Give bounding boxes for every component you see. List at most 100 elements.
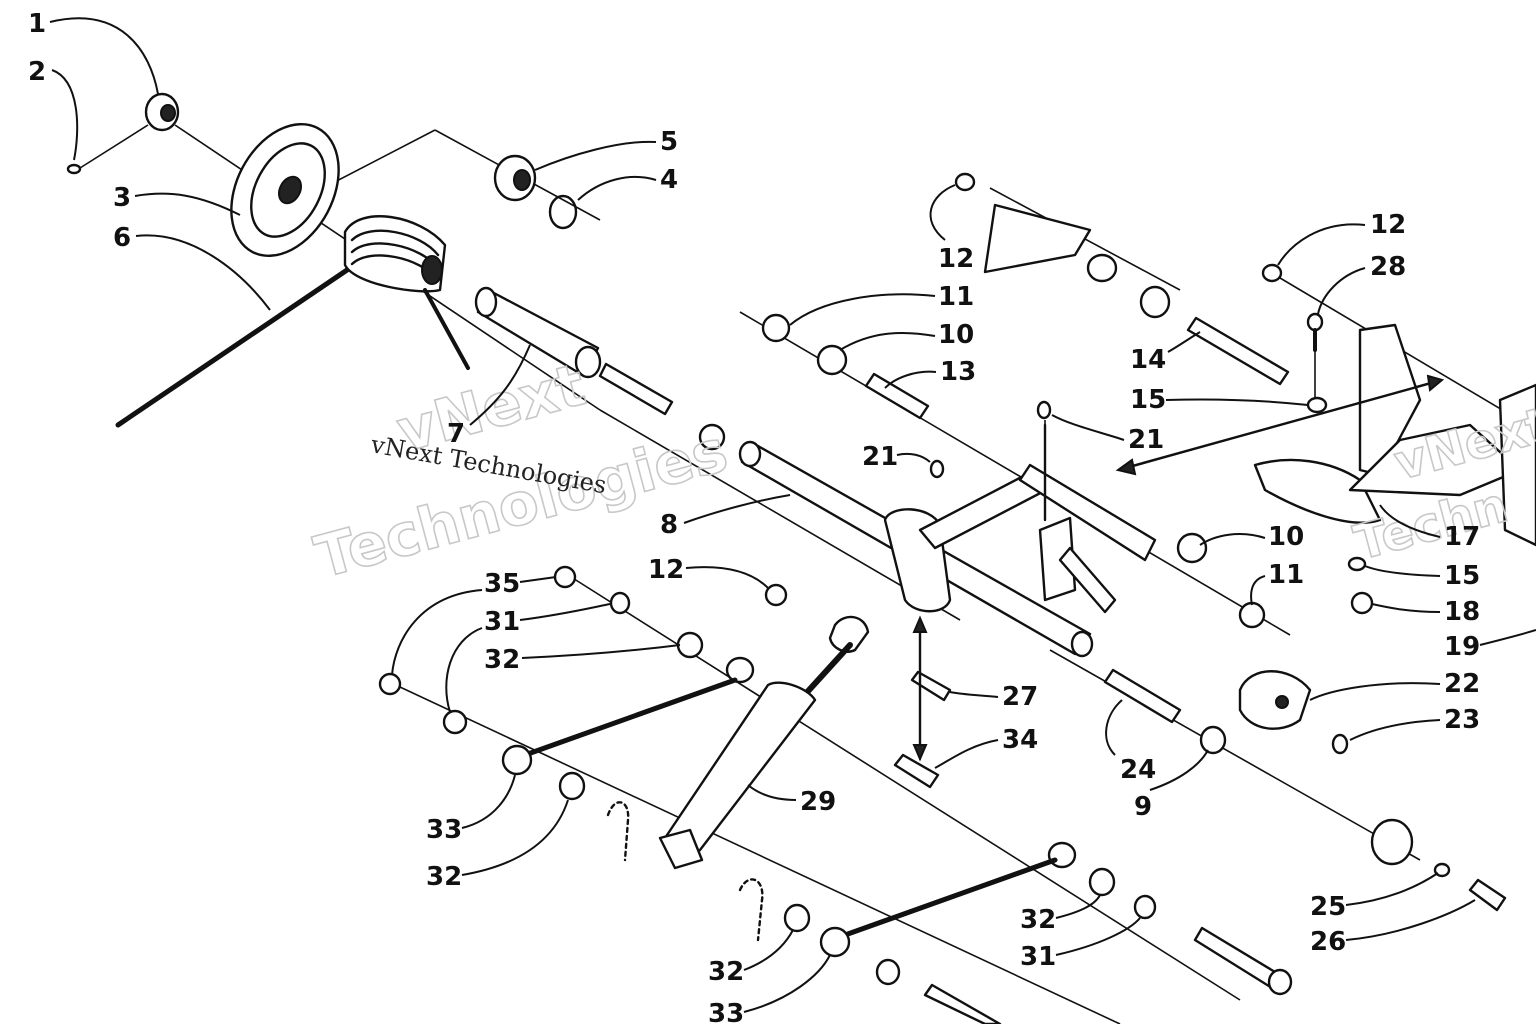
snap-ring-part (548, 194, 578, 230)
end-plate-part-22 (1238, 670, 1312, 730)
callout-4: 4 (577, 165, 678, 201)
direction-arrows (912, 374, 1445, 762)
callout-33-bottom: 33 (708, 954, 831, 1024)
callout-label: 29 (800, 787, 836, 817)
washer-part-31-right (1133, 894, 1157, 920)
collar-part (144, 92, 180, 132)
callout-label: 19 (1444, 632, 1480, 662)
callout-label: 12 (648, 555, 684, 585)
callout-label: 32 (708, 957, 744, 987)
callout-32-bottom: 32 (708, 929, 794, 987)
callout-label: 11 (938, 282, 974, 312)
callout-label: 32 (484, 645, 520, 675)
callout-label: 17 (1444, 522, 1480, 552)
callout-label: 32 (426, 862, 462, 892)
callout-23: 23 (1349, 705, 1480, 741)
nut-part-35-lower (378, 672, 402, 696)
pivot-bushing-part-d (1176, 532, 1208, 564)
nut-part-35-upper (553, 565, 577, 589)
callout-13: 13 (884, 357, 976, 389)
pivot-bushing-part-e (1238, 601, 1266, 629)
upper-link-part (501, 656, 755, 776)
callout-label: 4 (660, 165, 678, 195)
washer-part-23 (1331, 733, 1349, 755)
callout-label: 3 (113, 183, 131, 213)
spacer-part-34 (893, 753, 940, 789)
callout-34: 34 (934, 725, 1038, 769)
callout-29: 29 (747, 784, 836, 817)
callout-28: 28 (1317, 252, 1406, 315)
callout-17: 17 (1379, 504, 1480, 552)
long-bolt-part-lower (923, 983, 1002, 1024)
idler-wheel-part (230, 123, 340, 257)
pivot-bushing-part-a (761, 313, 791, 343)
shock-absorber-part (658, 615, 870, 870)
callout-9: 9 (1134, 749, 1209, 822)
callout-31-upper: 31 (484, 603, 611, 637)
lower-link-part (819, 841, 1077, 958)
callout-label: 23 (1444, 705, 1480, 735)
callout-5: 5 (534, 127, 678, 171)
end-cap-part (1370, 818, 1414, 866)
washer-part-31-upper (609, 591, 631, 615)
callout-label: 35 (484, 569, 520, 599)
callout-10-lower: 10 (1199, 522, 1304, 552)
callout-15-lower: 15 (1364, 561, 1480, 591)
callout-label: 28 (1370, 252, 1406, 282)
bolt-part-28 (1306, 312, 1324, 352)
callout-label: 12 (1370, 210, 1406, 240)
callout-21-right: 21 (1051, 414, 1164, 455)
callout-label: 34 (1002, 725, 1038, 755)
callout-11-lower: 11 (1250, 560, 1304, 606)
callout-label: 14 (1130, 345, 1166, 375)
washer-part-31-lower (442, 709, 468, 735)
callout-33-left: 33 (426, 774, 516, 845)
torsion-spring-part (115, 215, 470, 428)
callout-label: 18 (1444, 597, 1480, 627)
callout-10-upper: 10 (839, 320, 974, 351)
washer-part-25 (1433, 862, 1451, 878)
callout-21-left: 21 (862, 442, 931, 472)
callout-label: 6 (113, 223, 131, 253)
pivot-bushing-part-b (816, 344, 848, 376)
callout-12-right: 12 (1277, 210, 1406, 266)
callout-label: 2 (28, 57, 46, 87)
washer-part-15-lower (1347, 556, 1367, 572)
callout-label: 1 (28, 9, 46, 39)
callout-label: 7 (447, 419, 465, 449)
pivot-bushing-part-c (1139, 285, 1171, 319)
callout-2: 2 (28, 57, 79, 161)
callout-32-right: 32 (1020, 894, 1101, 935)
callout-label: 9 (1134, 792, 1152, 822)
clip-part-b (738, 878, 764, 942)
callout-label: 31 (484, 607, 520, 637)
bearing-part (493, 154, 537, 202)
nut-part-12-mid (764, 583, 788, 607)
nut-part-18 (1350, 591, 1374, 615)
callout-24: 24 (1105, 699, 1156, 785)
spacer-part-14 (1186, 316, 1290, 386)
bushing-part-upper (698, 423, 726, 451)
callout-label: 11 (1268, 560, 1304, 590)
callout-6: 6 (113, 223, 271, 311)
set-screw-part (66, 163, 82, 175)
callout-31-lower: 31 (1020, 917, 1141, 972)
callout-7: 7 (447, 344, 531, 449)
callout-label: 27 (1002, 682, 1038, 712)
callout-32-left: 32 (426, 799, 569, 892)
callout-label: 15 (1130, 385, 1166, 415)
sleeve-part (474, 286, 602, 379)
callout-8: 8 (660, 494, 791, 540)
spacer-part-24 (1103, 668, 1182, 724)
callout-12-mid: 12 (648, 555, 769, 589)
bushing-part-9-lower (1199, 725, 1227, 755)
callout-label: 31 (1020, 942, 1056, 972)
callout-label: 33 (708, 999, 744, 1024)
clip-part-a (606, 801, 630, 862)
bushing-part-32-right (1088, 867, 1116, 897)
callout-label: 10 (938, 320, 974, 350)
plate-bracket-part (954, 172, 1118, 283)
callout-1: 1 (28, 9, 159, 95)
callout-label: 24 (1120, 755, 1156, 785)
